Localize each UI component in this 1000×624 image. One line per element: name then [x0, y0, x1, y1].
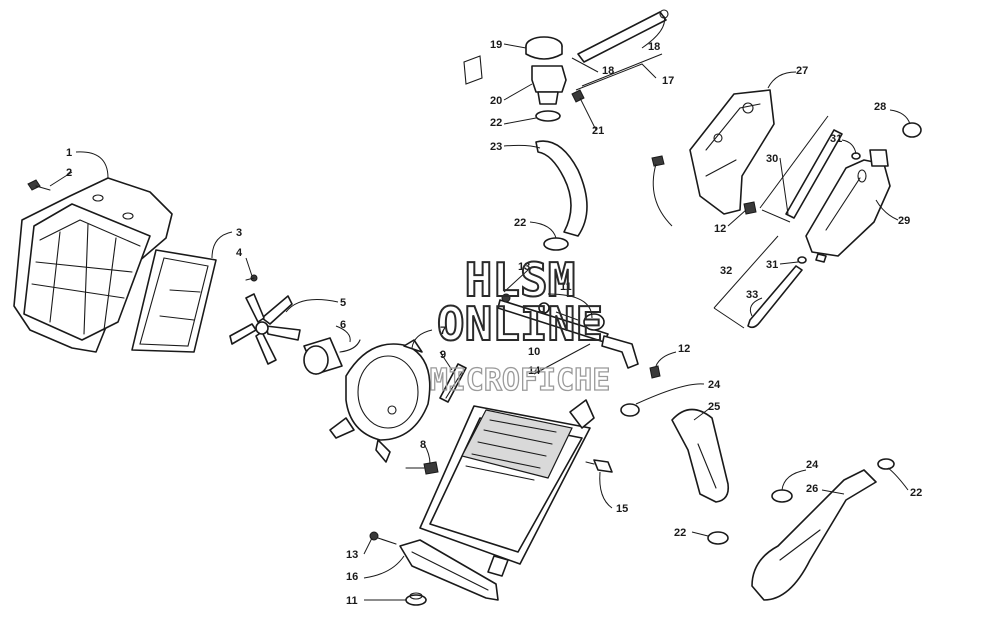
callout-21: 21 — [592, 125, 604, 137]
part-22-clamp-mid — [543, 237, 569, 251]
part-4-screw — [245, 274, 258, 282]
part-2-screw — [27, 179, 51, 191]
part-3-radiator-screen — [131, 249, 217, 353]
callout-22-mid: 22 — [514, 217, 526, 229]
part-29-coolant-reservoir — [805, 149, 891, 263]
callout-3: 3 — [236, 227, 242, 239]
part-11-grommet — [405, 592, 427, 606]
part-27-mounting-bracket — [689, 89, 775, 215]
callout-24-right: 24 — [806, 459, 819, 471]
callout-7: 7 — [440, 325, 446, 337]
part-26-lower-hose — [751, 469, 877, 601]
part-31-clamp-lower — [797, 256, 807, 264]
callout-6: 6 — [340, 319, 346, 331]
part-16-lower-bracket — [399, 539, 499, 601]
callout-25: 25 — [708, 401, 720, 413]
callout-9: 9 — [440, 349, 446, 361]
part-12-bolt-upper — [649, 365, 661, 379]
part-22-clamp-lower — [707, 531, 729, 545]
callout-22-right: 22 — [910, 487, 922, 499]
callout-12-right-top: 12 — [678, 343, 690, 355]
callout-22-top: 22 — [490, 117, 502, 129]
callout-22-lower: 22 — [674, 527, 686, 539]
watermark-line-1: HLSM — [465, 253, 576, 307]
part-17-vent-tube — [577, 9, 669, 63]
part-33-hose — [747, 265, 803, 329]
watermark-line-2: ONLINE — [437, 297, 603, 351]
part-1-radiator-shroud — [13, 177, 173, 353]
part-22-clamp-top — [535, 110, 561, 122]
callout-11-lower: 11 — [346, 595, 358, 607]
callout-15: 15 — [616, 503, 628, 515]
part-23-upper-hose — [535, 140, 588, 237]
watermark: HLSM ONLINE MICROFICHE — [429, 252, 611, 399]
part-5-fan-blade — [229, 293, 301, 365]
part-10-tube-bracket — [497, 293, 639, 369]
callout-30: 30 — [766, 153, 778, 165]
callout-16: 16 — [346, 571, 358, 583]
callout-23: 23 — [490, 141, 502, 153]
part-12-bolt-right — [651, 155, 757, 215]
part-9-bracket — [439, 363, 467, 403]
part-20-filler-neck — [463, 55, 567, 105]
callout-24-mid: 24 — [708, 379, 721, 391]
part-28-reservoir-cap — [902, 122, 922, 138]
watermark-line-3: MICROFICHE — [430, 363, 611, 398]
callout-33: 33 — [746, 289, 758, 301]
leader-lines — [49, 15, 911, 601]
callout-8: 8 — [420, 439, 426, 451]
callout-19: 19 — [490, 39, 502, 51]
callout-5: 5 — [340, 297, 346, 309]
callout-11-upper: 11 — [560, 281, 572, 293]
callout-13-lower: 13 — [346, 549, 358, 561]
part-24-clamp-right — [771, 489, 793, 503]
part-30-hose — [785, 129, 843, 219]
radiator-core — [419, 399, 595, 577]
part-21-screw — [571, 89, 585, 103]
callout-numbers: 1 2 3 4 5 6 7 8 9 10 11 11 12 12 13 13 1… — [66, 39, 922, 607]
part-6-fan-motor — [303, 337, 361, 375]
callout-1: 1 — [66, 147, 72, 159]
callout-18-left: 18 — [602, 65, 614, 77]
callout-10: 10 — [528, 346, 540, 358]
callout-31-lower: 31 — [766, 259, 778, 271]
part-22-clamp-right — [877, 458, 895, 470]
callout-32: 32 — [720, 265, 732, 277]
callout-31-upper: 31 — [830, 133, 842, 145]
callout-4: 4 — [236, 247, 243, 259]
callout-12-bracket: 12 — [714, 223, 726, 235]
part-24-clamp-mid — [620, 403, 640, 417]
callout-17: 17 — [662, 75, 674, 87]
group-brackets — [581, 53, 829, 329]
part-15-fitting — [585, 459, 613, 473]
part-7-fan-shroud — [329, 339, 431, 463]
callout-14: 14 — [528, 365, 541, 377]
part-25-lower-hose — [671, 408, 730, 503]
part-13-bolt — [369, 531, 397, 545]
callout-29: 29 — [898, 215, 910, 227]
part-19-radiator-cap — [525, 36, 563, 60]
callout-18-right: 18 — [648, 41, 660, 53]
callout-27: 27 — [796, 65, 808, 77]
callout-28: 28 — [874, 101, 886, 113]
part-8-bolt — [405, 461, 439, 475]
callout-20: 20 — [490, 95, 502, 107]
callout-13-upper: 13 — [518, 261, 530, 273]
callout-26: 26 — [806, 483, 818, 495]
callout-2: 2 — [66, 167, 72, 179]
